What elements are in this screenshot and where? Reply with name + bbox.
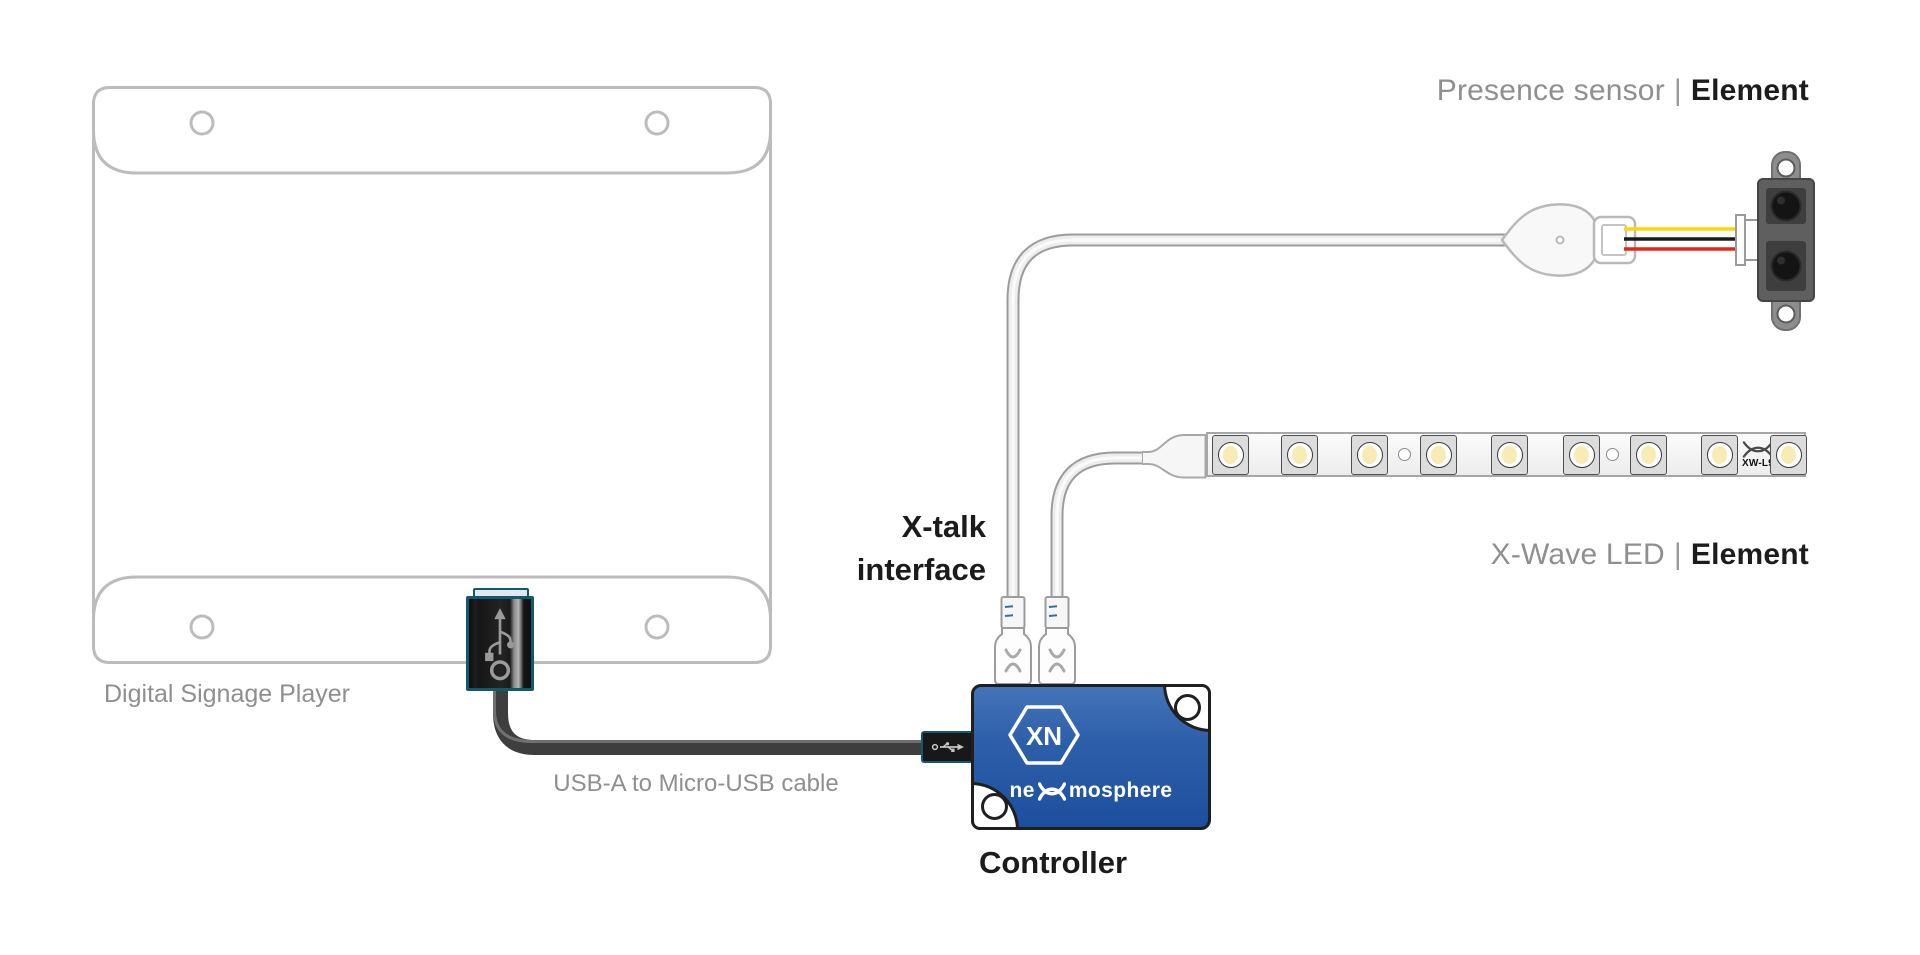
mount-hole (189, 110, 215, 136)
led-chip (1641, 445, 1656, 464)
strip-brand-block: XW-L9 (1740, 440, 1776, 469)
cable-teardrop-grip (1500, 203, 1601, 277)
sensor-connector (1735, 214, 1746, 266)
led-module (1420, 434, 1457, 475)
usb-a-plug (466, 596, 534, 691)
label-divider: | (1673, 74, 1682, 107)
digital-signage-player-drawing (92, 86, 772, 664)
usb-icon (485, 607, 514, 680)
label-divider: | (1673, 538, 1682, 571)
player-top-mount-band (92, 86, 772, 175)
hexagon-badge-icon: XN (1008, 705, 1080, 765)
led-ring (1217, 441, 1244, 468)
brand-suffix: mosphere (1068, 779, 1173, 802)
element-name: Presence sensor (1436, 74, 1665, 107)
led-module (1770, 434, 1807, 475)
controller-model-code: XN (1026, 721, 1062, 751)
led-ring (1425, 441, 1452, 468)
led-ring (1568, 441, 1595, 468)
led-ring (1356, 441, 1383, 468)
usb-cable-label: USB-A to Micro-USB cable (553, 770, 839, 797)
brand-prefix: ne (1009, 779, 1035, 802)
controller-label: Controller (978, 845, 1128, 880)
brand-logotype: ne mosphere (974, 779, 1208, 803)
led-ring (1706, 441, 1733, 468)
plug-housing-inner (1601, 224, 1627, 256)
nexmosphere-x-icon (1037, 781, 1066, 801)
led-module (1281, 434, 1318, 475)
nexmosphere-x-icon (1742, 441, 1774, 458)
usb-cable (493, 656, 932, 755)
element-name: X-Wave LED (1490, 538, 1665, 571)
led-chip (1781, 445, 1796, 464)
screw-hole (981, 793, 1008, 820)
sensor-lens (1770, 250, 1802, 282)
xwave-led-strip: XW-L9 (1206, 432, 1807, 477)
element-category: Element (1690, 74, 1809, 107)
player-label: Digital Signage Player (104, 680, 350, 708)
corner-screw-tab (1163, 684, 1211, 732)
mount-hole (189, 614, 215, 640)
led-chip (1502, 445, 1517, 464)
grip-dimple (1555, 235, 1565, 245)
led-chip (1431, 445, 1446, 464)
xtalk-label-line2: interface (856, 552, 986, 587)
solder-pad-dot (1398, 448, 1411, 461)
micro-usb-plug (921, 731, 975, 763)
presence-sensor-assembly (1500, 151, 1815, 331)
xtalk-connector-2 (1038, 596, 1076, 687)
led-chip (1292, 445, 1307, 464)
led-module (1491, 434, 1528, 475)
bracket-hole (1776, 158, 1796, 178)
mount-hole (644, 614, 670, 640)
strip-model-label: XW-L9 (1742, 458, 1774, 469)
xtalk-connector-1 (994, 596, 1032, 687)
led-module (1701, 434, 1738, 475)
led-ring (1635, 441, 1662, 468)
xtalk-interface-label: X-talk interface (640, 505, 986, 591)
bracket-hole (1776, 304, 1796, 324)
controller-device: XN ne mosphere (971, 684, 1211, 830)
led-module (1351, 434, 1388, 475)
sensor-lens (1770, 190, 1802, 222)
x-logo-icon (1004, 648, 1022, 673)
led-ring (1775, 441, 1802, 468)
x-logo-icon (1048, 648, 1066, 673)
xwave-led-label: X-Wave LED|Element (1289, 538, 1809, 572)
xtalk-cable-led (1050, 451, 1154, 618)
led-module (1630, 434, 1667, 475)
xtalk-label-line1: X-talk (901, 509, 986, 544)
led-module (1563, 434, 1600, 475)
led-module (1212, 434, 1249, 475)
led-ring (1496, 441, 1523, 468)
solder-pad-dot (1606, 448, 1619, 461)
mount-hole (644, 110, 670, 136)
screw-hole (1174, 694, 1201, 721)
lens-gloss (1777, 256, 1785, 265)
usb-icon-small (931, 742, 964, 752)
player-bottom-mount-band (92, 575, 772, 664)
led-chip (1712, 445, 1727, 464)
sensor-wires (1624, 227, 1738, 251)
element-category: Element (1690, 538, 1809, 571)
led-chip (1362, 445, 1377, 464)
led-chip (1223, 445, 1238, 464)
led-strip-connector (1142, 434, 1207, 479)
led-ring (1286, 441, 1313, 468)
led-chip (1574, 445, 1589, 464)
lens-gloss (1777, 196, 1785, 205)
presence-sensor-label: Presence sensor|Element (1289, 74, 1809, 108)
xtalk-cable-presence (1006, 233, 1522, 618)
